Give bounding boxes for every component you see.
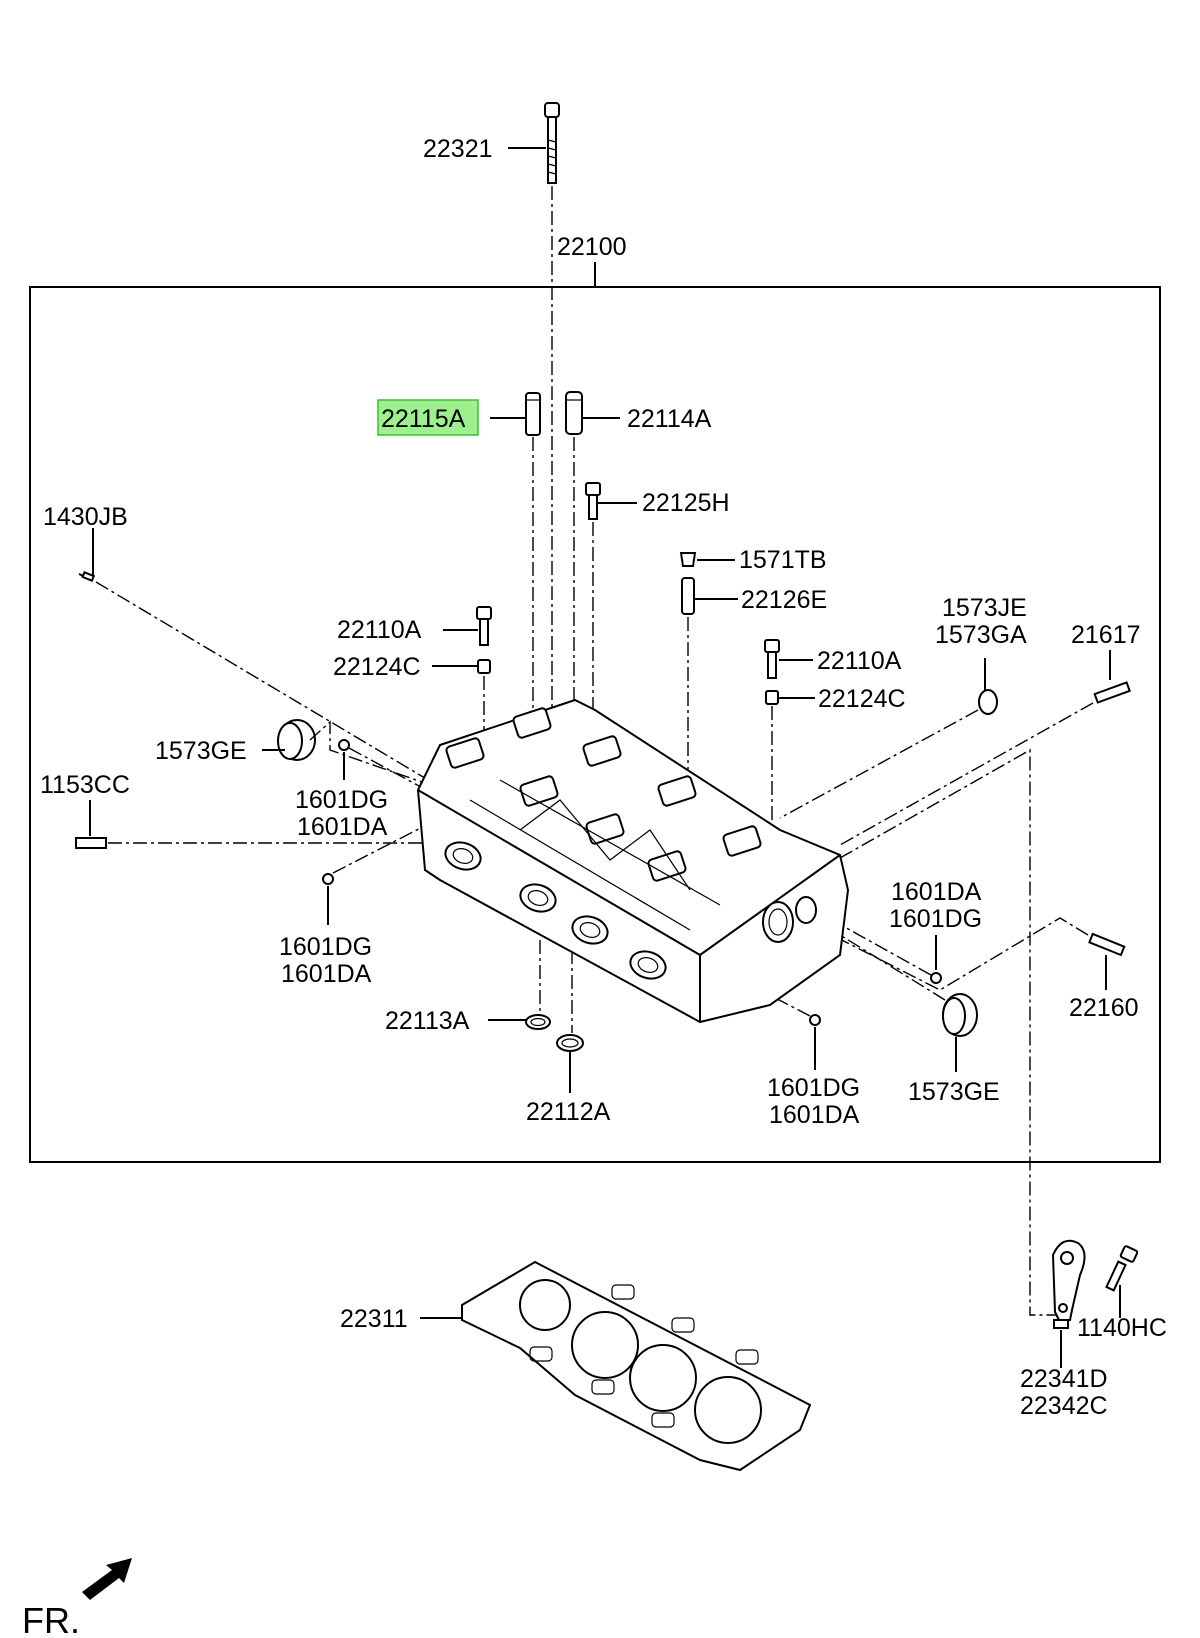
pin-1601-b[interactable] bbox=[322, 873, 334, 885]
label-1601DA-c[interactable]: 1601DA bbox=[891, 878, 982, 906]
label-1571TB[interactable]: 1571TB bbox=[739, 546, 827, 574]
cylinder-head[interactable] bbox=[416, 698, 850, 1024]
label-1601DA-d[interactable]: 1601DA bbox=[769, 1101, 860, 1129]
stud-1153CC[interactable] bbox=[75, 837, 107, 849]
pin-22126E[interactable] bbox=[681, 577, 695, 615]
label-22100[interactable]: 22100 bbox=[557, 233, 627, 261]
label-1601DA-b[interactable]: 1601DA bbox=[281, 960, 372, 988]
label-21617[interactable]: 21617 bbox=[1071, 621, 1141, 649]
label-22124C-left[interactable]: 22124C bbox=[333, 653, 421, 681]
label-22125H[interactable]: 22125H bbox=[642, 489, 730, 517]
dowel-22115A[interactable] bbox=[525, 392, 541, 436]
stud-22160[interactable] bbox=[1088, 932, 1126, 957]
label-22110A-left[interactable]: 22110A bbox=[337, 616, 422, 644]
dowel-22114A[interactable] bbox=[565, 391, 583, 435]
sensor-1430JB[interactable] bbox=[78, 571, 96, 583]
seal-22112A[interactable] bbox=[556, 1034, 584, 1052]
label-22126E[interactable]: 22126E bbox=[741, 586, 827, 614]
label-1573JE[interactable]: 1573JE bbox=[942, 594, 1027, 622]
pin-1601-c[interactable] bbox=[930, 972, 942, 984]
bolt-22110A-right[interactable] bbox=[764, 639, 780, 679]
pin-1601-d[interactable] bbox=[809, 1014, 821, 1026]
plug-1573GE-right[interactable] bbox=[942, 993, 978, 1037]
label-22341D[interactable]: 22341D bbox=[1020, 1365, 1108, 1393]
stud-21617[interactable] bbox=[1093, 681, 1131, 704]
plug-1573GE-left[interactable] bbox=[277, 719, 316, 761]
label-22114A[interactable]: 22114A bbox=[627, 405, 712, 433]
label-22115A[interactable]: 22115A bbox=[381, 405, 466, 433]
label-1573GE-right[interactable]: 1573GE bbox=[908, 1078, 1000, 1106]
label-1601DA-a[interactable]: 1601DA bbox=[297, 813, 388, 841]
cap-1571TB[interactable] bbox=[679, 552, 697, 567]
label-1601DG-a[interactable]: 1601DG bbox=[295, 786, 388, 814]
label-1601DG-d[interactable]: 1601DG bbox=[767, 1074, 860, 1102]
label-22124C-right[interactable]: 22124C bbox=[818, 685, 906, 713]
arrow-icon bbox=[82, 1558, 132, 1600]
washer-22124C-left[interactable] bbox=[477, 659, 491, 674]
pin-1601-a[interactable] bbox=[338, 739, 350, 751]
label-1573GE-left[interactable]: 1573GE bbox=[155, 737, 247, 765]
front-label: FR. bbox=[22, 1600, 80, 1638]
label-22160[interactable]: 22160 bbox=[1069, 994, 1139, 1022]
label-22112A[interactable]: 22112A bbox=[526, 1098, 611, 1126]
head-gasket-22311[interactable] bbox=[461, 1260, 812, 1472]
label-22311[interactable]: 22311 bbox=[340, 1305, 408, 1333]
washer-22124C-right[interactable] bbox=[765, 690, 779, 705]
label-1140HC[interactable]: 1140HC bbox=[1077, 1314, 1167, 1342]
label-22110A-right[interactable]: 22110A bbox=[817, 647, 902, 675]
label-1601DG-b[interactable]: 1601DG bbox=[279, 933, 372, 961]
label-22321[interactable]: 22321 bbox=[423, 135, 493, 163]
bolt-22125H[interactable] bbox=[585, 482, 601, 520]
label-1430JB[interactable]: 1430JB bbox=[43, 503, 128, 531]
label-22342C[interactable]: 22342C bbox=[1020, 1392, 1108, 1420]
label-1153CC[interactable]: 1153CC bbox=[40, 771, 130, 799]
seal-22113A[interactable] bbox=[525, 1014, 551, 1030]
label-1601DG-c[interactable]: 1601DG bbox=[889, 905, 982, 933]
label-22113A[interactable]: 22113A bbox=[385, 1007, 470, 1035]
plug-1573JE[interactable] bbox=[978, 689, 998, 715]
bolt-22110A-left[interactable] bbox=[476, 606, 492, 646]
bolt-22321[interactable] bbox=[544, 102, 560, 184]
bolt-1140HC[interactable] bbox=[1105, 1245, 1139, 1292]
highlight-22115A bbox=[377, 399, 479, 436]
bracket-22341D[interactable] bbox=[1051, 1239, 1086, 1329]
label-1573GA[interactable]: 1573GA bbox=[935, 621, 1027, 649]
